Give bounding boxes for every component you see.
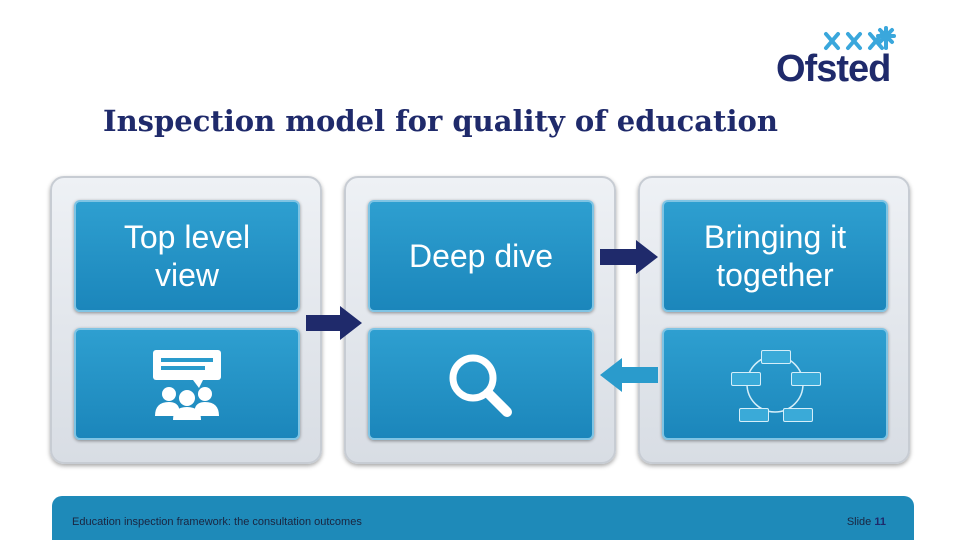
magnifier-icon [449,354,512,417]
slide-number-value: 11 [874,516,886,528]
panel-deep-dive: Deep dive [344,176,616,464]
people-discussion-icon [153,350,221,420]
tile-deep-dive: Deep dive [368,200,594,312]
tile-label: Deep dive [408,238,554,274]
tile-magnifier [368,328,594,440]
logo-text: Ofsted [776,48,891,90]
tile-cycle [662,328,888,440]
tile-label: Top level view [123,219,251,293]
tile-top-level-view: Top level view [74,200,300,312]
tile-label: Bringing it together [703,219,847,293]
stars-icon [824,26,896,50]
page-title: Inspection model for quality of educatio… [103,104,778,138]
tile-discussion [74,328,300,440]
arrow-right-icon [600,240,658,274]
slide-label: Slide [846,516,872,528]
footer-text: Education inspection framework: the cons… [72,516,362,528]
cycle-node [791,372,821,386]
tile-bringing-it-together: Bringing it together [662,200,888,312]
cycle-node [731,372,761,386]
arrow-left-icon [600,358,658,392]
cycle-node [761,350,791,364]
footer-bar: Education inspection framework: the cons… [52,496,914,540]
cycle-node [739,408,769,422]
panel-top-level-view: Top level view [50,176,322,464]
panel-bringing-it-together: Bringing it together [638,176,910,464]
cycle-diagram-icon [725,344,825,424]
arrow-right-icon [306,306,362,340]
slide-number: Slide 11 [847,516,886,528]
ofsted-logo: Ofsted [776,26,900,88]
cycle-node [783,408,813,422]
